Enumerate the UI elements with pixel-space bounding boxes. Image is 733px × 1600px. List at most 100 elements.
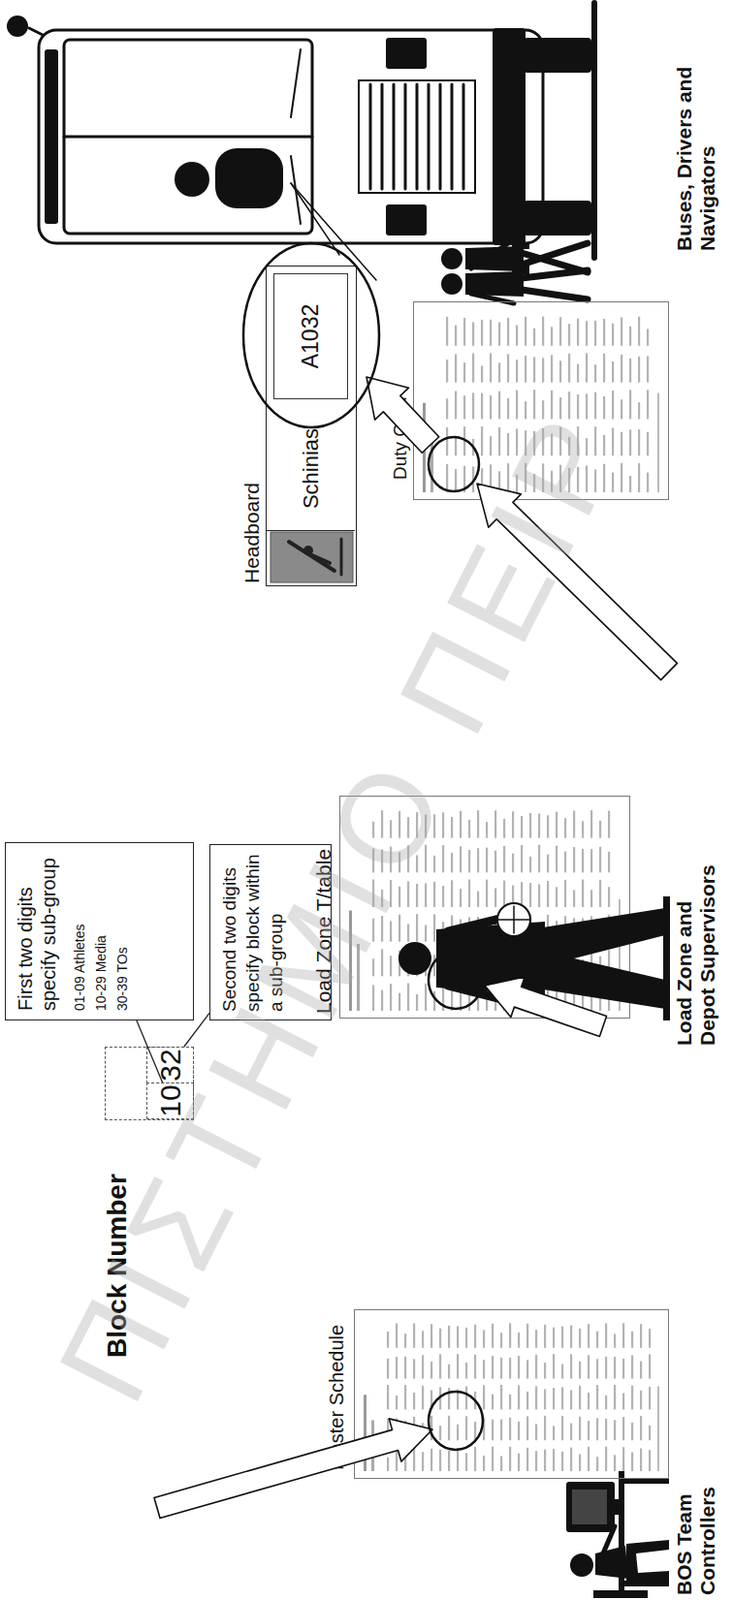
document-text-row xyxy=(430,1390,433,1410)
document-text-row xyxy=(529,993,532,1012)
document-text-row xyxy=(607,887,610,908)
document-text-row xyxy=(395,1323,398,1348)
globe-grid xyxy=(498,919,530,922)
document-text-row xyxy=(639,1416,642,1441)
document-text-row xyxy=(465,1386,468,1410)
document-text-row xyxy=(543,1450,546,1472)
pictogram-boat xyxy=(340,539,344,575)
document-text-row xyxy=(607,950,610,977)
chair-back xyxy=(593,1591,648,1599)
document-text-row xyxy=(517,1422,520,1441)
document-text-row xyxy=(520,816,523,839)
role-label: BOS Team Controllers xyxy=(672,1465,719,1596)
document-text-row xyxy=(561,1387,564,1410)
document-text-row xyxy=(552,1388,555,1410)
controller-legs xyxy=(626,1540,670,1582)
document-text-row xyxy=(594,364,597,383)
document-text-row xyxy=(489,464,492,493)
document-text-row xyxy=(491,1324,494,1349)
document-text-row xyxy=(552,1354,555,1379)
supervisor-arm xyxy=(447,918,505,932)
document-text-row xyxy=(590,890,593,908)
document-text-row xyxy=(424,814,427,838)
pointer-arrow xyxy=(366,377,440,453)
bus-body xyxy=(38,30,543,244)
document-text-row xyxy=(596,1385,599,1410)
document-text-row xyxy=(590,849,593,873)
document-text-row xyxy=(430,1362,433,1380)
document-text-row xyxy=(413,1447,415,1472)
document-text-row xyxy=(477,848,479,873)
document-text-row xyxy=(639,1361,642,1379)
document-text-row xyxy=(524,317,527,347)
document-text-row xyxy=(459,949,462,977)
document-text-row xyxy=(603,435,606,456)
document-text-row xyxy=(590,916,593,942)
document-text-row xyxy=(450,957,453,977)
document-text-row xyxy=(442,985,445,1012)
wheel xyxy=(523,200,592,236)
document-text-row xyxy=(433,814,436,838)
document-text-row xyxy=(447,1416,450,1441)
document-text-row xyxy=(511,811,514,838)
document-text-row xyxy=(389,820,392,838)
document-text-row xyxy=(482,1385,485,1410)
document-text-row xyxy=(442,950,445,978)
document-text-row xyxy=(454,435,457,456)
document-text-row xyxy=(585,393,588,419)
document-text-row xyxy=(599,847,602,874)
document-text-row xyxy=(439,1450,442,1472)
document-text-row xyxy=(507,463,510,493)
document-text-row xyxy=(573,949,575,978)
document-text-row xyxy=(456,1389,459,1410)
document-text-row xyxy=(386,1385,389,1410)
document-text-row xyxy=(538,884,541,908)
document-text-row xyxy=(559,465,562,493)
document-text-row xyxy=(648,1387,651,1410)
document-text-row xyxy=(474,1447,477,1472)
document-text-row xyxy=(543,1389,546,1410)
leader-line xyxy=(290,183,377,281)
document-text-row xyxy=(413,1359,415,1379)
document-text-row xyxy=(568,468,571,493)
document-text-row xyxy=(404,1421,407,1441)
document-text-row xyxy=(511,994,514,1012)
driver-head xyxy=(174,161,210,197)
document-text-row xyxy=(543,1325,546,1349)
document-text-row xyxy=(578,1362,581,1380)
document-text-row xyxy=(515,324,518,346)
document-text-row xyxy=(596,1359,599,1379)
document-text-row xyxy=(509,1395,511,1411)
document-text-row xyxy=(372,985,375,1012)
document-text-row xyxy=(498,321,501,346)
node-text: First two digits specify sub-group xyxy=(13,852,61,1012)
document-text-row xyxy=(509,1358,511,1380)
document-footer-line xyxy=(657,393,660,494)
document-text-row xyxy=(637,317,640,347)
document-text-row xyxy=(529,883,532,908)
document-text-row xyxy=(424,883,427,908)
document-text-row xyxy=(613,1455,616,1472)
document-text-row xyxy=(559,427,562,457)
digit-cell: 32 xyxy=(146,1047,194,1084)
document-sheet: Master Schedule xyxy=(353,1309,670,1480)
document-text-row xyxy=(433,856,436,873)
document-text-row xyxy=(529,813,532,839)
document-text-row xyxy=(450,853,453,874)
document-text-row xyxy=(573,918,575,942)
document-text-row xyxy=(570,1326,573,1349)
document-text-row xyxy=(543,1416,546,1441)
document-text-row xyxy=(639,1391,642,1411)
document-text-row xyxy=(620,432,623,456)
document-text-row xyxy=(611,390,614,419)
document-text-row xyxy=(398,915,401,943)
grille-bar xyxy=(392,84,396,190)
document-text-row xyxy=(491,1395,494,1411)
document-text-row xyxy=(421,1355,424,1379)
document-text-row xyxy=(524,463,527,493)
document-text-row xyxy=(421,1452,424,1472)
document-text-row xyxy=(546,855,549,874)
node-text: Block Number xyxy=(101,1174,133,1359)
document-text-row xyxy=(389,880,392,908)
document-text-row xyxy=(578,1329,581,1349)
